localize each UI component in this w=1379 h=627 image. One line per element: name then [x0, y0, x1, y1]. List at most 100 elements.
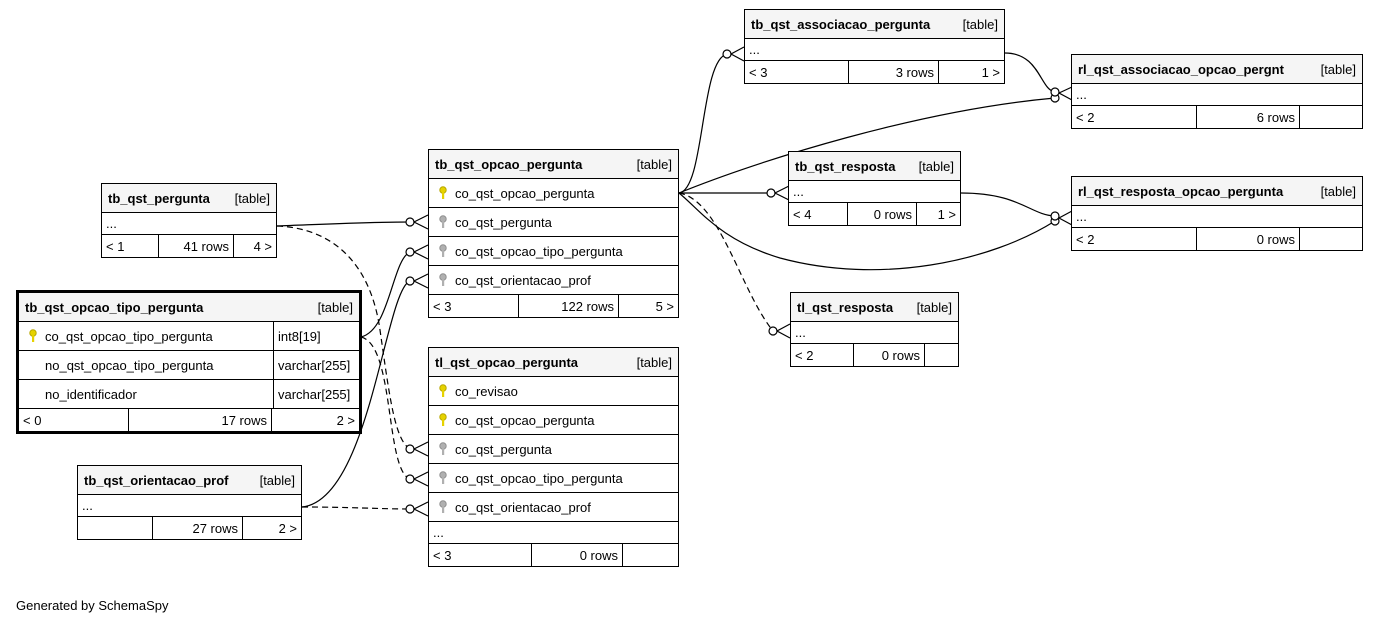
edge-orient-opcao — [301, 280, 411, 508]
table-tb-qst-associacao-pergunta[interactable]: tb_qst_associacao_pergunta [table] ... <… — [744, 9, 1005, 84]
children-count[interactable]: 4 > — [253, 238, 272, 254]
table-column[interactable]: co_qst_pergunta — [429, 435, 678, 464]
row-count: 3 rows — [849, 61, 939, 83]
edge-tipo-opcao — [360, 251, 411, 338]
table-footer: 27 rows 2 > — [78, 517, 301, 539]
table-name[interactable]: tl_qst_resposta — [797, 299, 894, 315]
key-icon — [435, 442, 451, 456]
children-count[interactable]: 2 > — [336, 412, 355, 428]
column-name: co_qst_opcao_pergunta — [455, 185, 595, 201]
column-name: co_qst_opcao_tipo_pergunta — [455, 243, 623, 259]
row-count: 17 rows — [129, 409, 272, 431]
table-tl-qst-resposta[interactable]: tl_qst_resposta [table] ... < 2 0 rows — [790, 292, 959, 367]
parents-count[interactable]: < 4 — [789, 203, 848, 225]
crow-foot-icon — [1050, 210, 1073, 226]
table-tb-qst-pergunta[interactable]: tb_qst_pergunta [table] ... < 1 41 rows … — [101, 183, 277, 258]
row-count: 6 rows — [1197, 106, 1300, 128]
children-count[interactable]: 1 > — [937, 206, 956, 222]
row-count: 41 rows — [159, 235, 234, 257]
columns-ellipsis: ... — [789, 181, 960, 203]
parents-count — [78, 517, 153, 539]
table-column[interactable]: co_qst_opcao_pergunta — [429, 179, 678, 208]
table-name[interactable]: rl_qst_associacao_opcao_pergnt — [1078, 61, 1284, 77]
table-header: rl_qst_associacao_opcao_pergnt [table] — [1072, 55, 1362, 84]
crow-foot-icon — [405, 244, 429, 260]
table-footer: < 2 0 rows — [791, 344, 958, 366]
table-name[interactable]: tl_qst_opcao_pergunta — [435, 354, 579, 370]
table-column[interactable]: no_identificador varchar[255] — [19, 380, 359, 409]
children-count[interactable]: 1 > — [981, 64, 1000, 80]
table-header: tb_qst_opcao_tipo_pergunta [table] — [19, 293, 359, 322]
crow-foot-icon — [722, 46, 745, 62]
table-column[interactable]: co_qst_orientacao_prof — [429, 266, 678, 295]
parents-count[interactable]: < 3 — [429, 295, 519, 317]
columns-ellipsis: ... — [102, 213, 276, 235]
edge-resp-rlresp — [960, 192, 1056, 217]
crow-foot-icon — [1050, 86, 1073, 103]
row-count: 0 rows — [854, 344, 925, 366]
column-type: varchar[255] — [273, 380, 359, 408]
edge-pergunta-opcao — [276, 221, 411, 227]
edge-opcao-rlassoc — [678, 97, 1056, 194]
columns-ellipsis: ... — [78, 495, 301, 517]
parents-count[interactable]: < 3 — [429, 544, 532, 566]
table-rl-qst-resposta-opcao-pergunta[interactable]: rl_qst_resposta_opcao_pergunta [table] .… — [1071, 176, 1363, 251]
table-name[interactable]: rl_qst_resposta_opcao_pergunta — [1078, 183, 1284, 199]
table-header: tb_qst_pergunta [table] — [102, 184, 276, 213]
table-footer: < 3 122 rows 5 > — [429, 295, 678, 317]
table-tb-qst-opcao-tipo-pergunta[interactable]: tb_qst_opcao_tipo_pergunta [table] co_qs… — [16, 290, 362, 434]
table-name[interactable]: tb_qst_pergunta — [108, 190, 210, 206]
table-header: tb_qst_resposta [table] — [789, 152, 960, 181]
key-icon — [435, 244, 451, 258]
columns-ellipsis: ... — [1072, 84, 1362, 106]
table-name[interactable]: tb_qst_opcao_pergunta — [435, 156, 583, 172]
table-column[interactable]: co_qst_orientacao_prof — [429, 493, 678, 522]
parents-count[interactable]: < 0 — [19, 409, 129, 431]
column-name: co_qst_opcao_tipo_pergunta — [45, 328, 213, 344]
table-column[interactable]: co_qst_opcao_tipo_pergunta — [429, 464, 678, 493]
parents-count[interactable]: < 1 — [102, 235, 159, 257]
table-tl-qst-opcao-pergunta[interactable]: tl_qst_opcao_pergunta [table] co_revisao… — [428, 347, 679, 567]
table-tb-qst-opcao-pergunta[interactable]: tb_qst_opcao_pergunta [table] co_qst_opc… — [428, 149, 679, 318]
key-icon — [25, 329, 41, 343]
edge-opcao-rlresp — [678, 192, 1056, 271]
table-rl-qst-associacao-opcao-pergnt[interactable]: rl_qst_associacao_opcao_pergnt [table] .… — [1071, 54, 1363, 129]
column-name: co_qst_pergunta — [455, 214, 552, 230]
column-name: co_revisao — [455, 383, 518, 399]
crow-foot-icon — [405, 441, 429, 457]
parents-count[interactable]: < 2 — [1072, 106, 1197, 128]
table-footer: < 1 41 rows 4 > — [102, 235, 276, 257]
parents-count[interactable]: < 3 — [745, 61, 849, 83]
edge-pergunta-tl — [276, 225, 411, 450]
table-column[interactable]: no_qst_opcao_tipo_pergunta varchar[255] — [19, 351, 359, 380]
crow-foot-icon — [405, 273, 429, 289]
table-footer: < 2 0 rows — [1072, 228, 1362, 250]
table-tb-qst-orientacao-prof[interactable]: tb_qst_orientacao_prof [table] ... 27 ro… — [77, 465, 302, 540]
table-type-label: [table] — [234, 190, 270, 206]
table-column[interactable]: co_qst_opcao_tipo_pergunta int8[19] — [19, 322, 359, 351]
generated-by-label[interactable]: Generated by SchemaSpy — [16, 598, 169, 613]
table-header: tl_qst_resposta [table] — [791, 293, 958, 322]
children-count[interactable]: 2 > — [278, 520, 297, 536]
parents-count[interactable]: < 2 — [1072, 228, 1197, 250]
edge-assoc-rlassoc — [1004, 52, 1056, 93]
table-name[interactable]: tb_qst_resposta — [795, 158, 896, 174]
table-column[interactable]: co_qst_opcao_pergunta — [429, 406, 678, 435]
table-name[interactable]: tb_qst_opcao_tipo_pergunta — [25, 299, 204, 315]
edge-opcao-assoc — [678, 53, 728, 194]
table-column[interactable]: co_qst_opcao_tipo_pergunta — [429, 237, 678, 266]
table-header: tb_qst_associacao_pergunta [table] — [745, 10, 1004, 39]
table-tb-qst-resposta[interactable]: tb_qst_resposta [table] ... < 4 0 rows 1… — [788, 151, 961, 226]
table-column[interactable]: co_qst_pergunta — [429, 208, 678, 237]
table-column[interactable]: co_revisao — [429, 377, 678, 406]
table-name[interactable]: tb_qst_associacao_pergunta — [751, 16, 931, 32]
children-count[interactable]: 5 > — [655, 298, 674, 314]
parents-count[interactable]: < 2 — [791, 344, 854, 366]
row-count: 27 rows — [153, 517, 243, 539]
column-name: co_qst_orientacao_prof — [455, 499, 591, 515]
column-name: co_qst_opcao_tipo_pergunta — [455, 470, 623, 486]
table-header: tl_qst_opcao_pergunta [table] — [429, 348, 678, 377]
children-count — [623, 544, 678, 566]
table-name[interactable]: tb_qst_orientacao_prof — [84, 472, 229, 488]
